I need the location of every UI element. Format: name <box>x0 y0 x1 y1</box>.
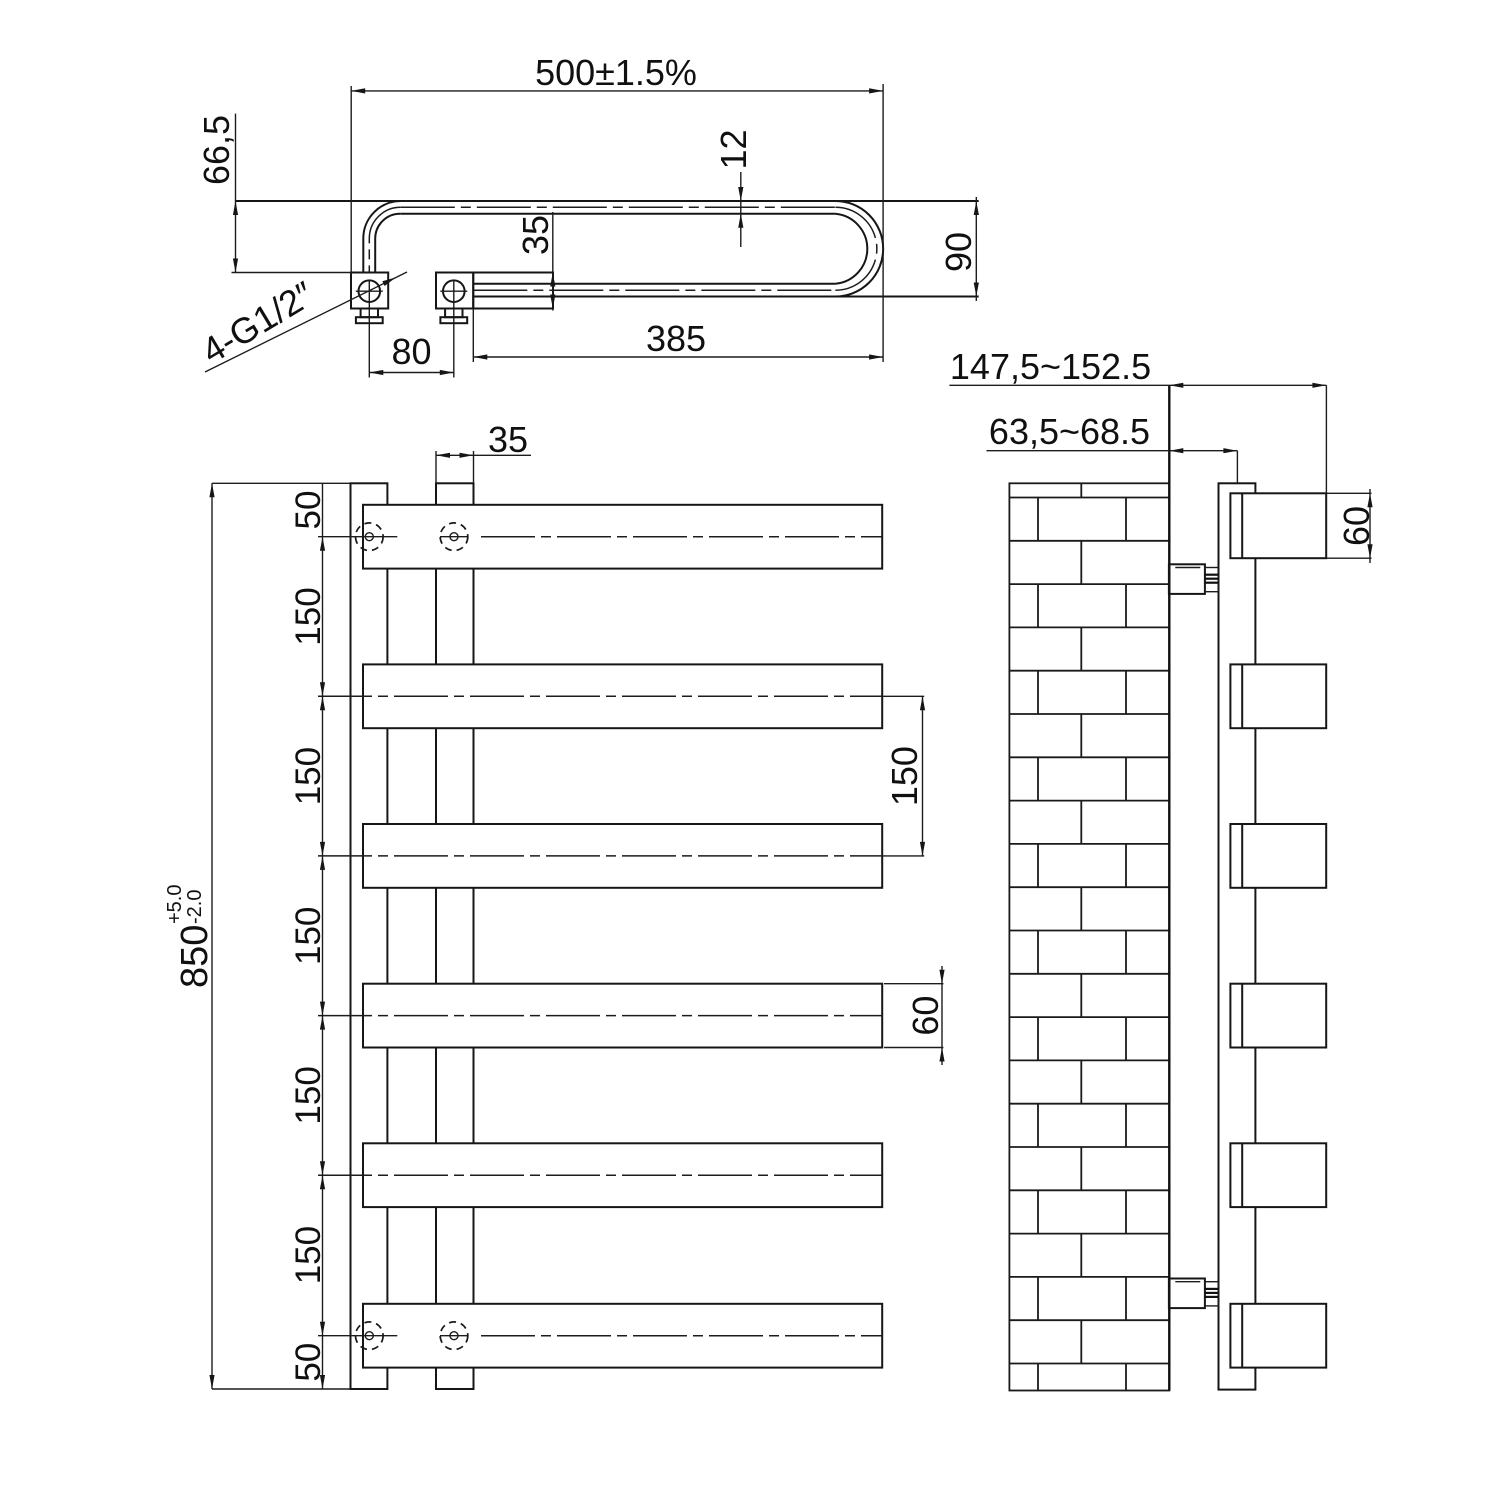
svg-text:147,5~152.5: 147,5~152.5 <box>950 346 1151 387</box>
svg-text:50: 50 <box>289 491 328 530</box>
svg-text:150: 150 <box>884 746 925 806</box>
svg-text:80: 80 <box>391 331 431 372</box>
svg-text:150: 150 <box>289 1226 328 1284</box>
svg-text:-2.0: -2.0 <box>184 890 206 924</box>
svg-text:150: 150 <box>289 907 328 965</box>
svg-text:60: 60 <box>1336 506 1377 546</box>
svg-text:90: 90 <box>938 232 979 272</box>
svg-text:385: 385 <box>646 318 706 359</box>
svg-text:35: 35 <box>515 215 556 255</box>
svg-text:50: 50 <box>289 1343 328 1382</box>
svg-text:63,5~68.5: 63,5~68.5 <box>989 411 1150 452</box>
svg-text:150: 150 <box>289 1066 328 1124</box>
svg-text:12: 12 <box>713 129 754 169</box>
svg-text:850: 850 <box>174 925 216 988</box>
svg-text:60: 60 <box>905 996 946 1036</box>
svg-text:150: 150 <box>289 587 328 645</box>
svg-text:35: 35 <box>488 419 528 460</box>
svg-text:500±1.5%: 500±1.5% <box>535 52 697 93</box>
svg-text:+5.0: +5.0 <box>164 885 186 924</box>
svg-text:150: 150 <box>289 747 328 805</box>
svg-text:66,5: 66,5 <box>196 115 237 185</box>
